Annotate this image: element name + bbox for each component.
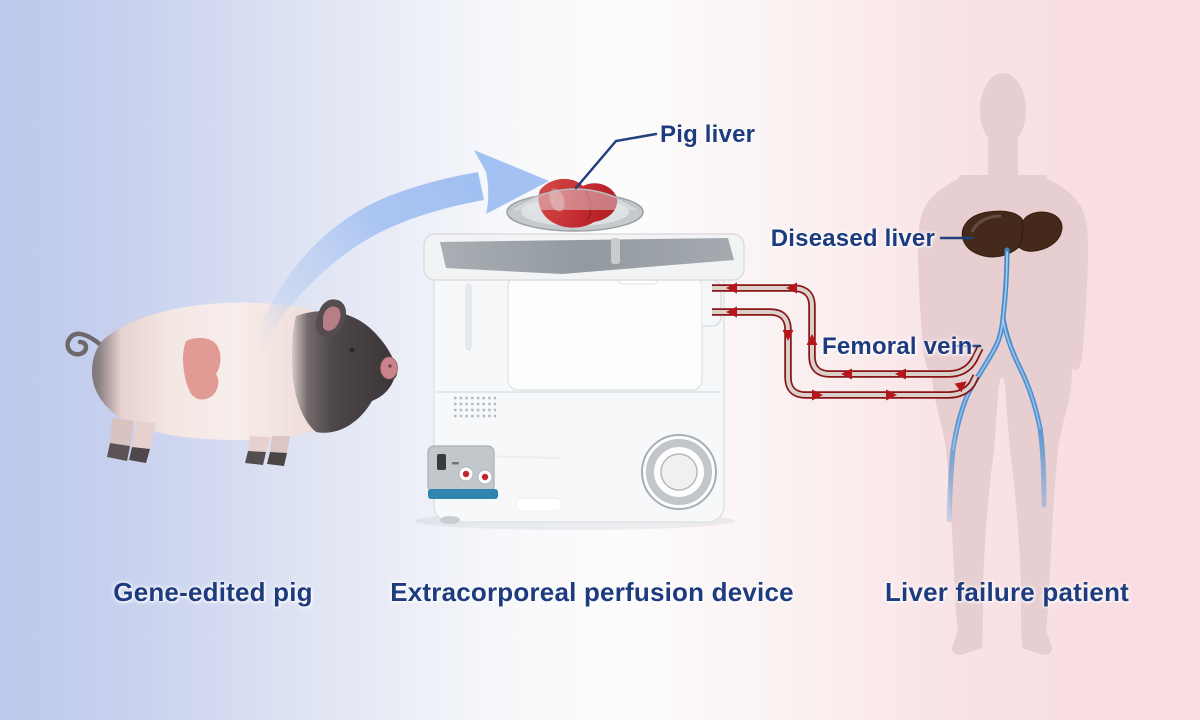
- pig-head: [292, 311, 398, 433]
- device-badge: [515, 497, 563, 512]
- diseased-liver-shape: [961, 210, 1063, 258]
- device-top-slab: [423, 233, 745, 281]
- tube-device-to-patient: [712, 308, 980, 399]
- bowl-glass-dome: [509, 188, 641, 211]
- tube-port-center: [481, 473, 489, 481]
- liver-lobe-line: [582, 187, 592, 221]
- pig-rear-leg: [110, 418, 134, 446]
- diseased-liver-label: Diseased liver: [770, 225, 935, 252]
- patient-head: [980, 73, 1026, 147]
- power-switch[interactable]: [437, 454, 446, 470]
- tube-port-center: [462, 470, 470, 478]
- patient-left-arm: [918, 178, 964, 370]
- pig-hoof: [129, 447, 150, 463]
- femoral-vein-label: Femoral vein: [822, 333, 973, 360]
- gene-edited-pig-illustration: [65, 299, 398, 466]
- patient-torso-legs: [932, 175, 1072, 655]
- blue-transfer-arrow: [252, 150, 549, 352]
- device-control-panel: [427, 445, 498, 499]
- panel-blue-strip: [428, 489, 498, 499]
- liver-highlight: [549, 188, 565, 212]
- tube-patient-to-device: [712, 284, 984, 378]
- pig-hoof: [245, 451, 266, 465]
- device-door: [507, 275, 703, 391]
- femoral-vein-graphic: [946, 247, 1047, 523]
- leader-lines: [574, 132, 982, 348]
- pig-front-leg: [248, 436, 270, 452]
- panel-slot: [452, 462, 459, 465]
- pig-ear-inner: [323, 306, 341, 331]
- device-side-slot: [465, 283, 472, 351]
- caption-perfusion-device: Extracorporeal perfusion device: [390, 577, 794, 607]
- liver-sheen: [970, 214, 1002, 233]
- pig-hoof: [267, 452, 287, 466]
- perfusion-device-illustration: [415, 178, 745, 530]
- pig-liver-bowl: [506, 178, 644, 232]
- caption-gene-edited-pig: Gene-edited pig: [113, 577, 313, 607]
- pig-tail: [65, 331, 105, 357]
- caption-liver-failure-patient: Liver failure patient: [884, 577, 1130, 607]
- leader-line-pig-liver: [574, 132, 658, 190]
- pig-eye: [349, 347, 355, 353]
- liver-fissure: [1017, 220, 1024, 248]
- pig-hoof: [107, 443, 130, 461]
- patient-silhouette: [918, 73, 1088, 655]
- pig-front-leg: [270, 436, 290, 453]
- device-foot: [440, 516, 460, 524]
- arrowhead: [474, 150, 549, 214]
- device-wheel: [641, 434, 717, 510]
- pig-rear-leg: [132, 421, 156, 449]
- slab-notch: [611, 238, 620, 264]
- pig-nostril: [388, 364, 392, 368]
- perfusion-tubes: [712, 282, 984, 401]
- pig-liver-label: Pig liver: [660, 121, 756, 148]
- pig-liver-highlight: [183, 337, 221, 400]
- pig-snout: [380, 356, 398, 380]
- device-grille: [454, 396, 496, 418]
- patient-neck: [988, 138, 1018, 180]
